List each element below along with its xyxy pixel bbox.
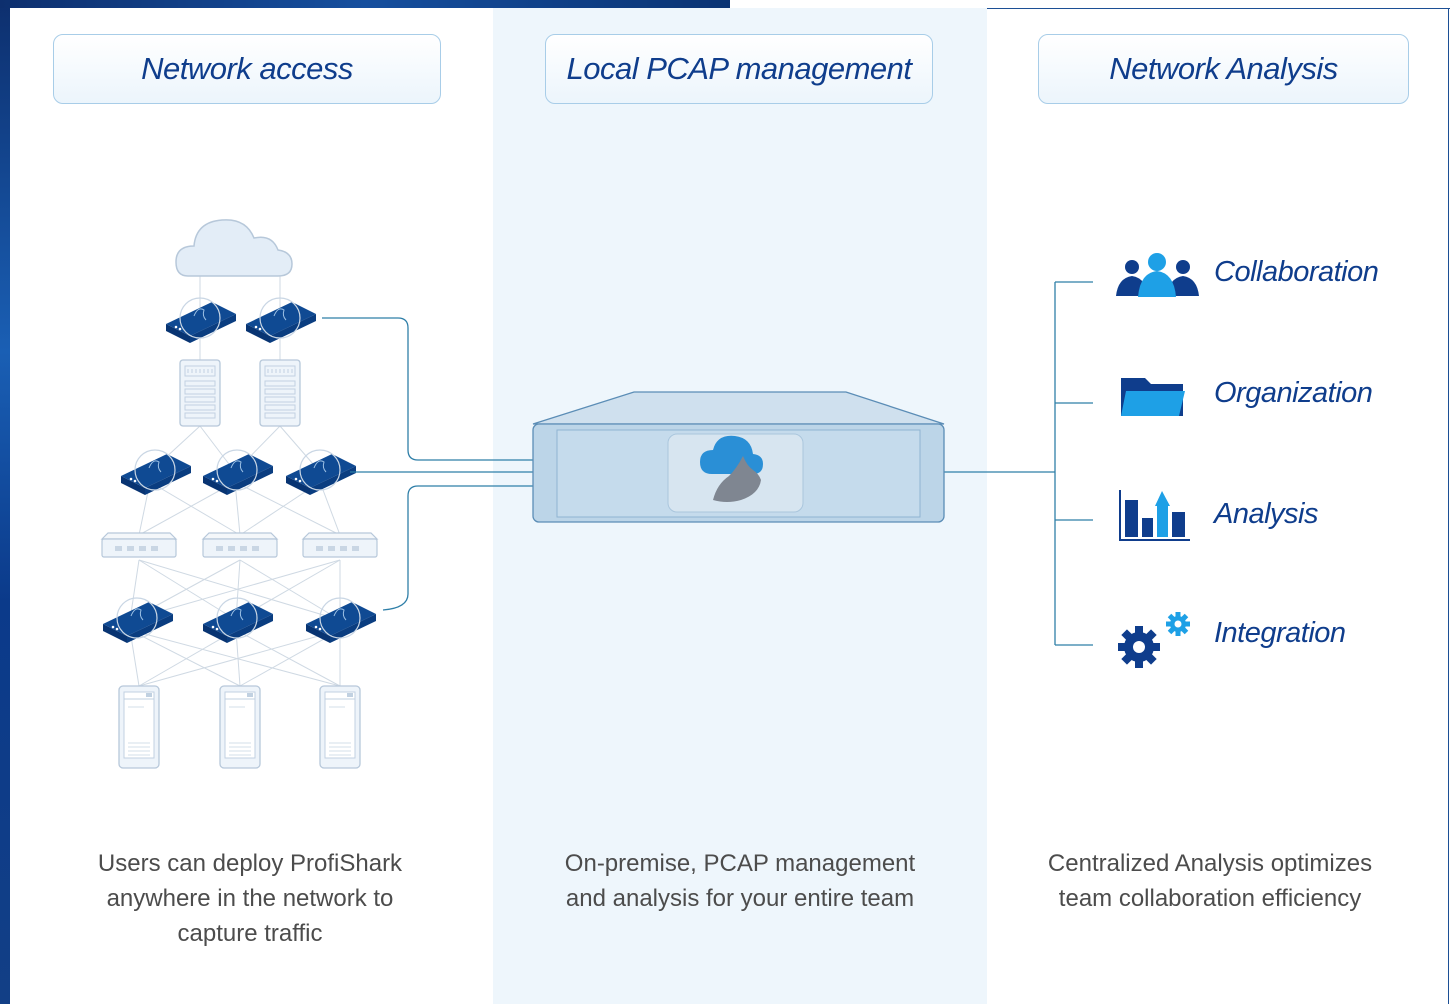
caption-line: anywhere in the network to (106, 885, 394, 912)
caption-line: capture traffic (177, 920, 323, 947)
workstation-icon (219, 685, 261, 769)
background-edge-top (0, 0, 730, 8)
network-switch-icon (302, 532, 378, 558)
feature-organization-label: Organization (1214, 377, 1373, 409)
profishark-tap-icon (165, 297, 237, 344)
network-analysis-title: Network Analysis (1109, 51, 1338, 86)
feature-collaboration-label: Collaboration (1214, 256, 1379, 288)
profishark-tap-icon (245, 297, 317, 344)
background-edge-left (0, 0, 10, 1004)
caption-line: Centralized Analysis optimizes (1047, 850, 1373, 877)
profishark-tap-icon (120, 449, 192, 496)
network-access-header: Network access (53, 34, 441, 104)
network-analysis-caption: Centralized Analysis optimizes team coll… (990, 846, 1430, 916)
profishark-tap-icon (202, 449, 274, 496)
caption-line: Users can deploy ProfiShark (97, 850, 403, 877)
pcap-management-title: Local PCAP management (566, 51, 912, 86)
bar-chart-icon (1119, 490, 1190, 541)
profishark-tap-icon (102, 597, 174, 644)
workstation-icon (319, 685, 361, 769)
caption-line: team collaboration efficiency (1058, 885, 1362, 912)
pcap-management-header: Local PCAP management (545, 34, 933, 104)
panel-border-right (1448, 8, 1449, 1004)
server-rack-icon (259, 359, 301, 427)
network-switch-icon (101, 532, 177, 558)
profishark-tap-icon (305, 597, 377, 644)
pcap-management-caption: On-premise, PCAP management and analysis… (500, 846, 980, 916)
capture-links (322, 281, 1093, 646)
network-switch-icon (202, 532, 278, 558)
caption-line: On-premise, PCAP management (564, 850, 916, 877)
panel-border-top (730, 8, 1450, 9)
cloud-icon (175, 219, 293, 277)
gears-icon (1118, 612, 1190, 668)
caption-line: and analysis for your entire team (565, 885, 915, 912)
server-rack-icon (179, 359, 221, 427)
mesh-links (129, 275, 341, 687)
feature-analysis-label: Analysis (1214, 498, 1319, 530)
workstation-icon (118, 685, 160, 769)
network-access-caption: Users can deploy ProfiShark anywhere in … (60, 846, 440, 951)
network-analysis-header: Network Analysis (1038, 34, 1409, 104)
profishark-tap-icon (285, 449, 357, 496)
pcap-appliance (532, 391, 945, 523)
folder-icon (1121, 378, 1185, 416)
network-access-title: Network access (141, 51, 353, 86)
feature-integration-label: Integration (1214, 617, 1346, 649)
users-icon (1116, 253, 1199, 297)
